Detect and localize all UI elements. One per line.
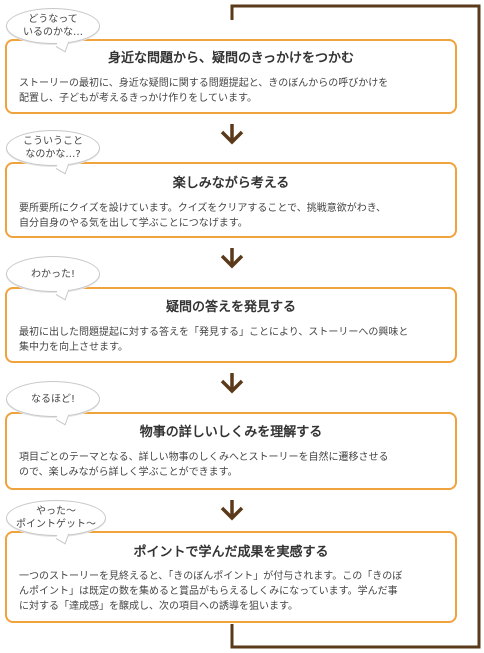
step-box-2: 楽しみながら考える 要所要所にクイズを設けています。クイズをクリアすることで、挑… (5, 162, 457, 238)
step-description: 一つのストーリーを見終えると、「きのぼんポイント」が付与されます。この「きのぼ … (19, 571, 403, 612)
speech-bubble: こういうこと なのかな…? (6, 130, 100, 166)
down-arrow-icon (220, 373, 244, 394)
step-title: 身近な問題から、疑問のきっかけをつかむ (107, 51, 355, 66)
step-box-5: ポイントで学んだ成果を実感する 一つのストーリーを見終えると、「きのぼんポイント… (5, 531, 457, 623)
speech-bubble: やった～ ポイントゲット～ (6, 500, 106, 536)
speech-bubble: わかった! (6, 256, 100, 292)
speech-bubble: なるほど! (6, 381, 100, 417)
step-box-4: 物事の詳しいしくみを理解する 項目ごとのテーマとなる、詳しい物事のしくみへとスト… (5, 412, 457, 490)
step-title: 物事の詳しいしくみを理解する (139, 425, 323, 440)
step-title: 楽しみながら考える (172, 176, 290, 191)
step-title: ポイントで学んだ成果を実感する (133, 545, 329, 560)
speech-bubble: どうなって いるのかな… (6, 8, 100, 44)
step-description: 最初に出した問題提起に対する答えを「発見する」ことにより、ストーリーへの興味と … (19, 327, 409, 353)
down-arrow-icon (220, 248, 244, 269)
step-box-1: 身近な問題から、疑問のきっかけをつかむ ストーリーの最初に、身近な疑問に関する問… (5, 39, 457, 114)
step-description: 項目ごとのテーマとなる、詳しい物事のしくみへとストーリーを自然に遷移させる ので… (19, 452, 389, 478)
step-description: ストーリーの最初に、身近な疑問に関する問題提起と、きのぼんからの呼びかけを 配置… (19, 78, 389, 104)
step-title: 疑問の答えを発見する (165, 300, 296, 315)
down-arrow-icon (220, 124, 244, 145)
step-box-3: 疑問の答えを発見する 最初に出した問題提起に対する答えを「発見する」ことにより、… (5, 287, 457, 363)
step-description: 要所要所にクイズを設けています。クイズをクリアすることで、挑戦意欲がわき、 自分… (19, 203, 386, 229)
down-arrow-icon (220, 500, 244, 521)
